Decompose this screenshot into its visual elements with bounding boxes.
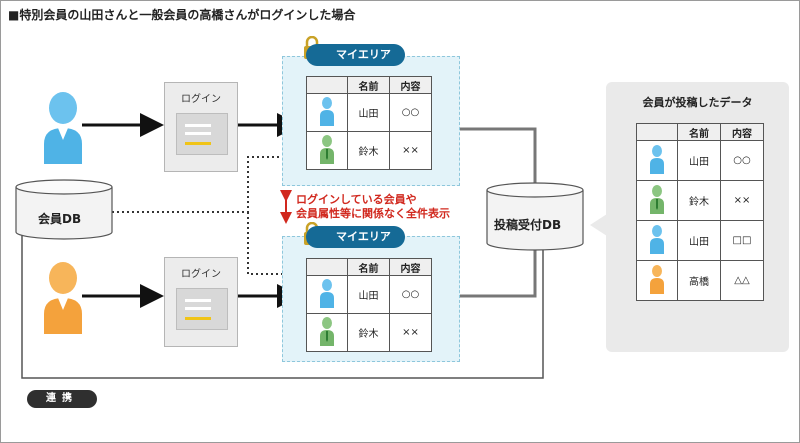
login-screen-1: ログイン	[164, 82, 238, 172]
blue-person-icon	[650, 225, 664, 254]
blue-person-icon	[650, 145, 664, 174]
myarea-tab: マイエリア	[306, 226, 405, 248]
avatar-column-header	[636, 123, 678, 141]
orange-person-icon	[650, 265, 664, 294]
green-person-icon	[320, 135, 334, 164]
name-column-header: 名前	[677, 123, 721, 141]
content-cell: ××	[389, 131, 432, 170]
grey-arrow-bottom	[436, 247, 537, 308]
name-cell: 山田	[347, 93, 390, 132]
name-column-header: 名前	[347, 76, 390, 94]
login-label: ログイン	[181, 269, 221, 280]
grey-arrow-top	[436, 117, 537, 186]
avatar	[636, 220, 678, 261]
table-row: 高橋 △△	[636, 260, 764, 301]
content-column-header: 内容	[720, 123, 764, 141]
member-db-label: 会員DB	[38, 212, 82, 226]
myarea-table-2: 名前 内容 山田 ○○ 鈴木 ××	[306, 258, 432, 352]
green-person-icon	[320, 317, 334, 346]
login-screen-2: ログイン	[164, 257, 238, 347]
login-form-icon	[176, 288, 228, 330]
link-badge: 連携	[27, 390, 97, 408]
name-cell: 山田	[677, 220, 721, 261]
table-row: 鈴木 ××	[306, 313, 432, 352]
name-cell: 鈴木	[347, 313, 390, 352]
orange-person-icon	[44, 262, 82, 334]
page-title: ■特別会員の山田さんと一般会員の高橋さんがログインした場合	[8, 8, 356, 22]
blue-person-icon	[320, 279, 334, 308]
content-cell: ○○	[389, 93, 432, 132]
avatar-column-header	[306, 76, 348, 94]
content-cell: ××	[389, 313, 432, 352]
link-line	[21, 231, 544, 379]
annotation-line-1: ログインしている会員や	[296, 193, 417, 206]
table-row: 山田 □□	[636, 220, 764, 261]
post-db-label: 投稿受付DB	[494, 218, 562, 232]
avatar	[636, 180, 678, 221]
table-row: 鈴木 ××	[306, 131, 432, 170]
avatar	[306, 93, 348, 132]
content-cell: ○○	[720, 140, 764, 181]
name-cell: 山田	[347, 275, 390, 314]
content-column-header: 内容	[389, 258, 432, 276]
content-column-header: 内容	[389, 76, 432, 94]
table-row: 山田 ○○	[636, 140, 764, 181]
post-db-cylinder	[486, 182, 584, 251]
dotted-db-link-2	[247, 212, 282, 275]
name-cell: 高橋	[677, 260, 721, 301]
content-cell: △△	[720, 260, 764, 301]
name-cell: 鈴木	[347, 131, 390, 170]
annotation-line-2: 会員属性等に関係なく全件表示	[296, 207, 450, 220]
table-row: 山田 ○○	[306, 275, 432, 314]
avatar	[306, 131, 348, 170]
panel-title: 会員が投稿したデータ	[642, 96, 753, 109]
blue-person-icon	[320, 97, 334, 126]
panel-pointer	[590, 214, 607, 236]
name-cell: 山田	[677, 140, 721, 181]
myarea-table-1: 名前 内容 山田 ○○ 鈴木 ××	[306, 76, 432, 170]
annotation-text: ログインしている会員や 会員属性等に関係なく全件表示	[296, 193, 450, 221]
avatar	[306, 313, 348, 352]
login-form-icon	[176, 113, 228, 155]
green-person-icon	[650, 185, 664, 214]
content-cell: ○○	[389, 275, 432, 314]
blue-person-icon	[44, 92, 82, 164]
member-db-cylinder	[15, 179, 113, 240]
table-row: 山田 ○○	[306, 93, 432, 132]
name-cell: 鈴木	[677, 180, 721, 221]
name-column-header: 名前	[347, 258, 390, 276]
content-cell: □□	[720, 220, 764, 261]
avatar	[636, 140, 678, 181]
avatar	[306, 275, 348, 314]
login-label: ログイン	[181, 94, 221, 105]
myarea-tab: マイエリア	[306, 44, 405, 66]
table-row: 鈴木 ××	[636, 180, 764, 221]
avatar-column-header	[306, 258, 348, 276]
posted-data-table: 名前 内容 山田 ○○ 鈴木 ×× 山田 □□ 高橋 △△	[636, 123, 764, 301]
content-cell: ××	[720, 180, 764, 221]
avatar	[636, 260, 678, 301]
